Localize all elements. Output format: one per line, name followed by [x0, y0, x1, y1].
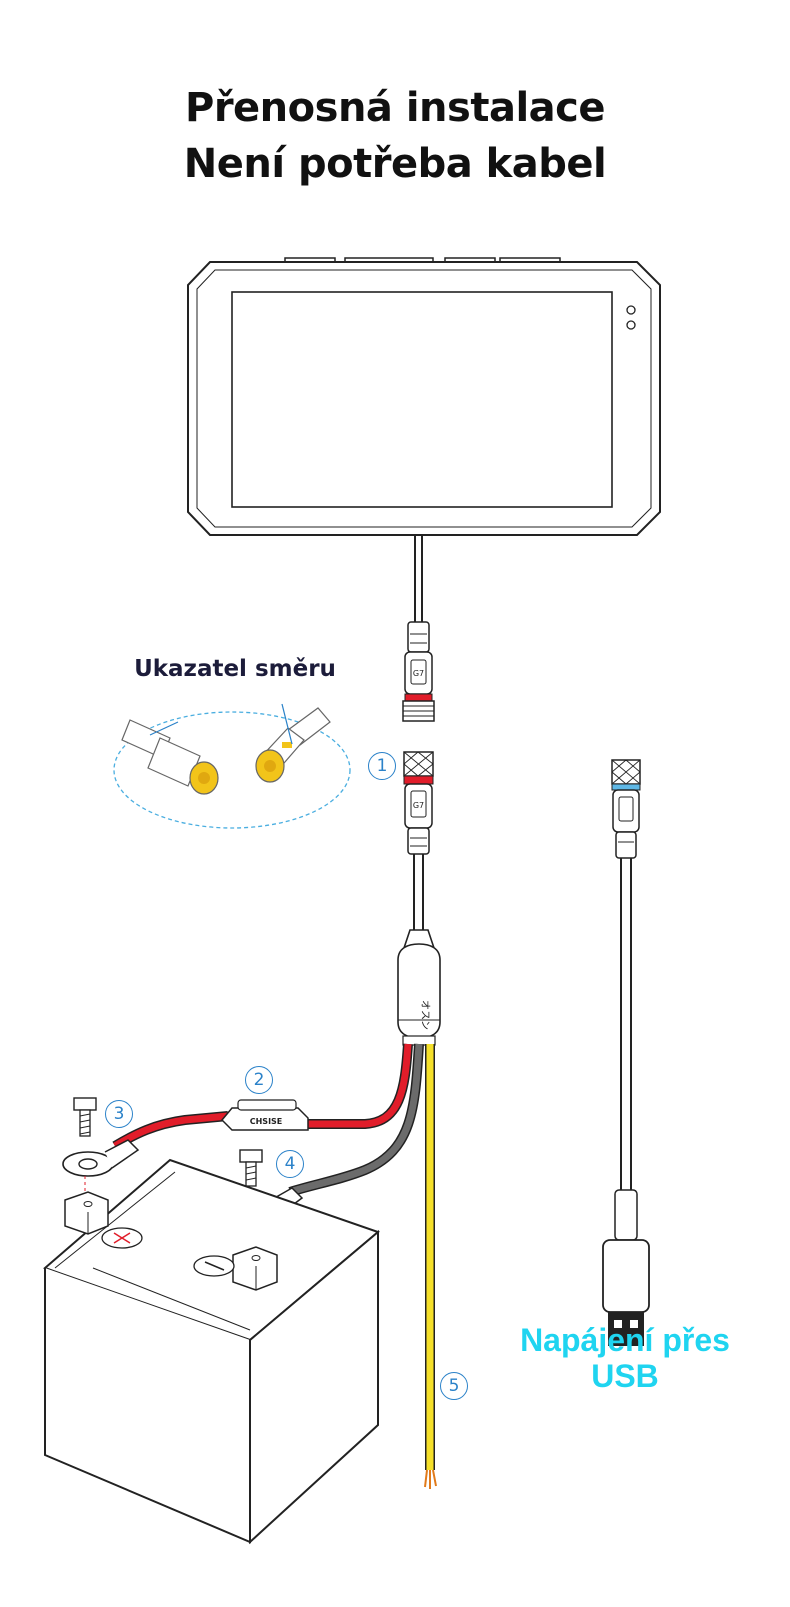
usb-plug-icon — [608, 1312, 644, 1346]
positive-terminal — [62, 1097, 140, 1200]
svg-text:オスン: オスン — [419, 1000, 431, 1030]
bolt-icon — [239, 1149, 263, 1163]
svg-text:G7: G7 — [413, 669, 424, 678]
page-title: Přenosná instalace Není potřeba kabel — [0, 80, 790, 192]
direction-indicator-inset — [113, 703, 351, 829]
marker-4: 4 — [276, 1150, 304, 1178]
marker-5: 5 — [440, 1372, 468, 1400]
usb-cable — [602, 759, 650, 1346]
title-line-1: Přenosná instalace — [185, 85, 605, 131]
direction-indicator-label: Ukazatel směru — [134, 656, 336, 682]
monitor-device — [187, 257, 661, 536]
sensor-icon — [626, 320, 636, 330]
harness-connector: G7 オスン — [397, 751, 441, 1046]
fuse-holder: CHSISE — [220, 1099, 309, 1131]
usb-power-label: Napájení přes USB — [520, 1322, 730, 1394]
marker-3: 3 — [105, 1100, 133, 1128]
sensor-icon — [626, 305, 636, 315]
wires — [112, 1043, 437, 1489]
marker-1: 1 — [368, 752, 396, 780]
marker-2: 2 — [245, 1066, 273, 1094]
monitor-cable: G7 — [402, 535, 435, 722]
svg-text:CHSISE: CHSISE — [250, 1117, 283, 1126]
bolt-icon — [73, 1097, 97, 1111]
svg-text:G7: G7 — [413, 801, 424, 810]
title-line-2: Není potřeba kabel — [183, 141, 607, 187]
battery — [43, 1158, 380, 1545]
